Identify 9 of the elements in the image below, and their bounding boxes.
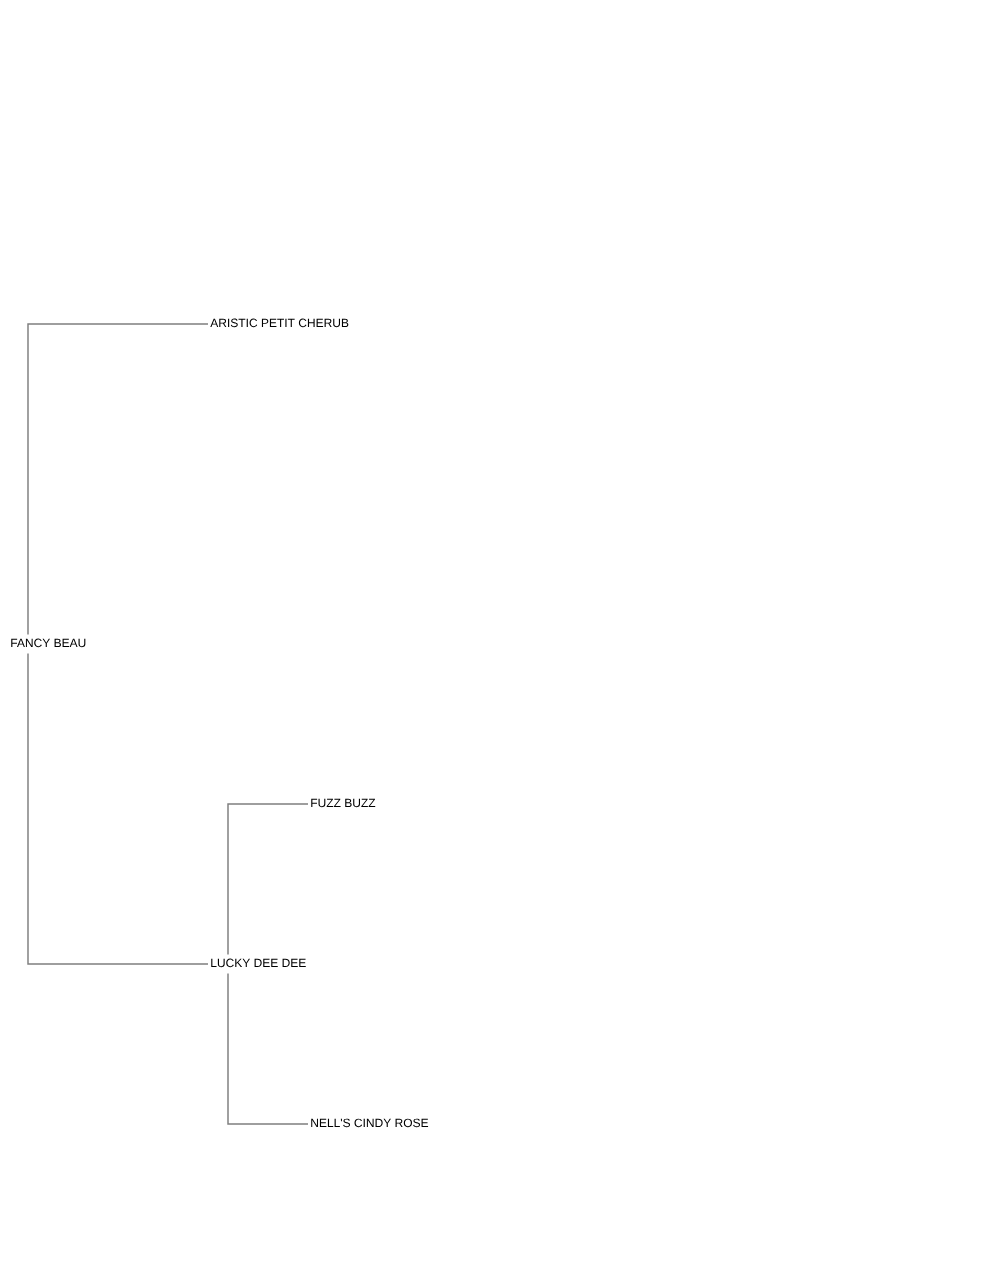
connector-line xyxy=(227,803,309,956)
pedigree-name: NELL'S CINDY ROSE xyxy=(311,1118,429,1128)
connector-line xyxy=(27,652,209,965)
pedigree-name: FUZZ BUZZ xyxy=(311,798,376,808)
pedigree-name: ARISTIC PETIT CHERUB xyxy=(210,318,349,328)
pedigree-name: FANCY BEAU xyxy=(11,638,86,648)
pedigree-name: LUCKY DEE DEE xyxy=(211,958,306,968)
connector-line xyxy=(227,972,309,1125)
connector-line xyxy=(27,323,209,636)
